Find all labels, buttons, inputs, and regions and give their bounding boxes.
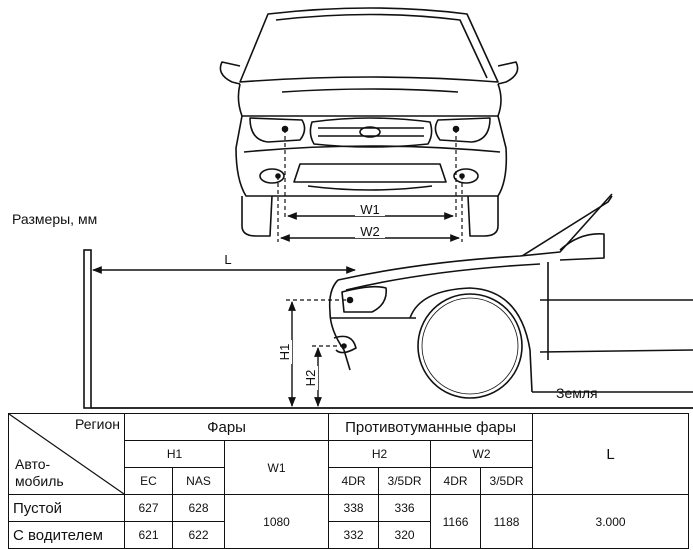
headlight-alignment-diagram: W1 W2 L H: [83, 7, 693, 409]
screen-wall: [83, 249, 92, 409]
h2-4dr-value: 332: [328, 521, 380, 549]
w2-4dr-header: 4DR: [430, 467, 482, 495]
car-front-view: [219, 7, 519, 242]
region-header: Регион: [75, 416, 120, 432]
h2-35dr-header: 3/5DR: [378, 467, 432, 495]
headlights-header: Фары: [123, 413, 330, 441]
table-row: Пустой 627 628 1080 338 336 1166 1188 3.…: [8, 494, 690, 549]
region-vehicle-header: Регион Авто-мобиль: [8, 413, 125, 495]
h1-ec-value: 627: [124, 494, 173, 522]
row-label: Пустой: [8, 494, 125, 522]
table-row: С водителем 621 622 332 320: [8, 521, 689, 549]
w1-value: 1080: [223, 494, 330, 549]
vehicle-header: Авто-мобиль: [15, 456, 64, 489]
l-header: L: [532, 413, 690, 495]
h1-nas-value: 622: [172, 521, 225, 549]
fog-lights-header: Противотуманные фары: [328, 413, 534, 441]
h2-35dr-value: 320: [378, 521, 432, 549]
specification-table: Регион Авто-мобиль Фары Противотуманные …: [8, 413, 690, 549]
w2-35dr-value: 1188: [480, 494, 534, 549]
l-value: 3.000: [532, 494, 690, 549]
w1-header: W1: [223, 440, 330, 495]
car-side-view: [91, 193, 693, 409]
h2-header: H2: [328, 440, 432, 468]
h2-4dr-header: 4DR: [328, 467, 380, 495]
h2-35dr-value: 336: [378, 494, 432, 522]
row-label: С водителем: [8, 521, 125, 549]
h2-label: H2: [303, 370, 318, 387]
w2-4dr-value: 1166: [430, 494, 482, 549]
h1-nas-value: 628: [172, 494, 225, 522]
h2-4dr-value: 338: [328, 494, 380, 522]
ground-label: Земля: [556, 385, 598, 401]
w1-label: W1: [360, 202, 380, 217]
nas-header: NAS: [172, 467, 225, 495]
w2-35dr-header: 3/5DR: [480, 467, 534, 495]
w2-header: W2: [430, 440, 534, 468]
w2-label: W2: [360, 224, 380, 239]
h1-header: H1: [124, 440, 225, 468]
h1-ec-value: 621: [124, 521, 173, 549]
h1-label: H1: [277, 344, 292, 361]
ec-header: EC: [124, 467, 173, 495]
dimensions-unit-label: Размеры, мм: [12, 211, 98, 227]
l-label: L: [224, 252, 231, 267]
